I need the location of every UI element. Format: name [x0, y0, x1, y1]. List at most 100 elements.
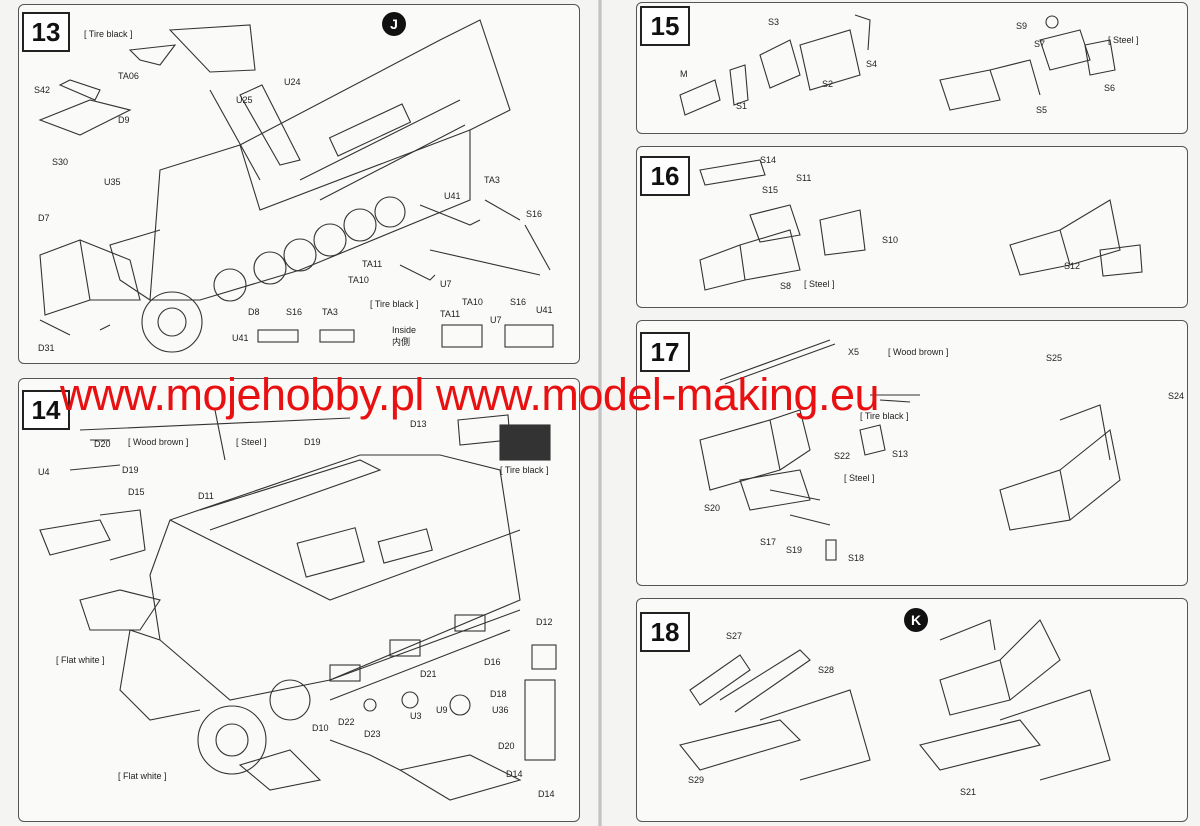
part-label: [ Steel ] [804, 279, 835, 289]
step-number: 17 [640, 332, 690, 372]
part-label: U41 [444, 191, 461, 201]
step-number: 15 [640, 6, 690, 46]
part-label: S8 [780, 281, 792, 291]
part-label: S5 [1036, 105, 1048, 115]
part-label: S4 [866, 59, 878, 69]
part-label: TA3 [322, 307, 338, 317]
part-label: TA06 [118, 71, 139, 81]
part-label: [ Tire black ] [500, 465, 549, 475]
part-label: S7 [1034, 39, 1046, 49]
part-label: X5 [848, 347, 860, 357]
part-label: TA10 [348, 275, 369, 285]
part-label: S3 [768, 17, 780, 27]
part-label: U41 [536, 305, 553, 315]
part-label: S16 [526, 209, 543, 219]
step-number: 14 [22, 390, 70, 430]
part-label: D20 [498, 741, 515, 751]
part-label: S6 [1104, 83, 1116, 93]
part-label: D14 [538, 789, 555, 799]
part-label: D21 [420, 669, 437, 679]
part-label: S20 [704, 503, 721, 513]
part-label: U4 [38, 467, 50, 477]
part-label: D10 [312, 723, 329, 733]
part-label: S13 [892, 449, 909, 459]
part-label: S30 [52, 157, 69, 167]
part-label: [ Flat white ] [56, 655, 105, 665]
part-label: D13 [410, 419, 427, 429]
part-label: [ Steel ] [844, 473, 875, 483]
part-label: U7 [490, 315, 502, 325]
part-label: D12 [536, 617, 553, 627]
part-label: S15 [762, 185, 779, 195]
part-label: D23 [364, 729, 381, 739]
part-label: D7 [38, 213, 50, 223]
part-label: S14 [760, 155, 777, 165]
part-label: S12 [1064, 261, 1081, 271]
part-label: U3 [410, 711, 422, 721]
step-14-halftrack-drawing [39, 409, 557, 801]
part-label: [ Wood brown ] [888, 347, 949, 357]
callout-k: K [904, 608, 928, 632]
part-label: [ Tire black ] [370, 299, 419, 309]
part-label: U41 [232, 333, 249, 343]
part-label: S27 [726, 631, 743, 641]
part-label: D15 [128, 487, 145, 497]
part-label: D14 [506, 769, 523, 779]
part-label: S19 [786, 545, 803, 555]
part-label: U7 [440, 279, 452, 289]
part-label: S18 [848, 553, 865, 563]
step-15-panel [636, 2, 1188, 134]
part-label: TA3 [484, 175, 500, 185]
step-number: 16 [640, 156, 690, 196]
step-14-panel [18, 378, 580, 822]
part-label: S2 [822, 79, 834, 89]
part-label: D19 [304, 437, 321, 447]
part-label: S24 [1168, 391, 1185, 401]
part-label: U35 [104, 177, 121, 187]
part-label: TA10 [462, 297, 483, 307]
step-18-drawing [679, 619, 1111, 781]
part-label: [ Tire black ] [860, 411, 909, 421]
part-label: S1 [736, 101, 748, 111]
part-label: S16 [286, 307, 303, 317]
step-17-panel [636, 320, 1188, 586]
part-label: D18 [490, 689, 507, 699]
part-label: S16 [510, 297, 527, 307]
part-label: TA11 [440, 309, 461, 319]
part-label: S21 [960, 787, 977, 797]
part-label: [ Flat white ] [118, 771, 167, 781]
part-label: [ Steel ] [1108, 35, 1139, 45]
step-13-halftrack-drawing [38, 19, 554, 353]
step-number: 18 [640, 612, 690, 652]
part-label: D20 [94, 439, 111, 449]
step-16-panel [636, 146, 1188, 308]
part-label: U36 [492, 705, 509, 715]
step-17-drawing [699, 339, 1121, 561]
part-label: TA11 [362, 259, 383, 269]
part-label: D16 [484, 657, 501, 667]
step-15-drawing [679, 14, 1116, 116]
part-label: S9 [1016, 21, 1028, 31]
part-label: D8 [248, 307, 260, 317]
part-label: D19 [122, 465, 139, 475]
part-label: [ Wood brown ] [128, 437, 189, 447]
part-label: S22 [834, 451, 851, 461]
part-label: [ Tire black ] [84, 29, 133, 39]
part-label: 内側 [392, 337, 411, 347]
part-label: S25 [1046, 353, 1063, 363]
part-label: U24 [284, 77, 301, 87]
callout-j: J [382, 12, 406, 36]
part-label: S28 [818, 665, 835, 675]
part-label: S10 [882, 235, 899, 245]
part-label: D31 [38, 343, 55, 353]
part-label: Inside [392, 325, 417, 335]
part-label: S42 [34, 85, 51, 95]
part-label: S17 [760, 537, 777, 547]
step-13-panel [18, 4, 580, 364]
part-label: S29 [688, 775, 705, 785]
watermark-text: www.mojehobby.pl www.model-making.eu [60, 369, 880, 420]
part-label: D9 [118, 115, 130, 125]
part-label: S11 [796, 173, 812, 183]
